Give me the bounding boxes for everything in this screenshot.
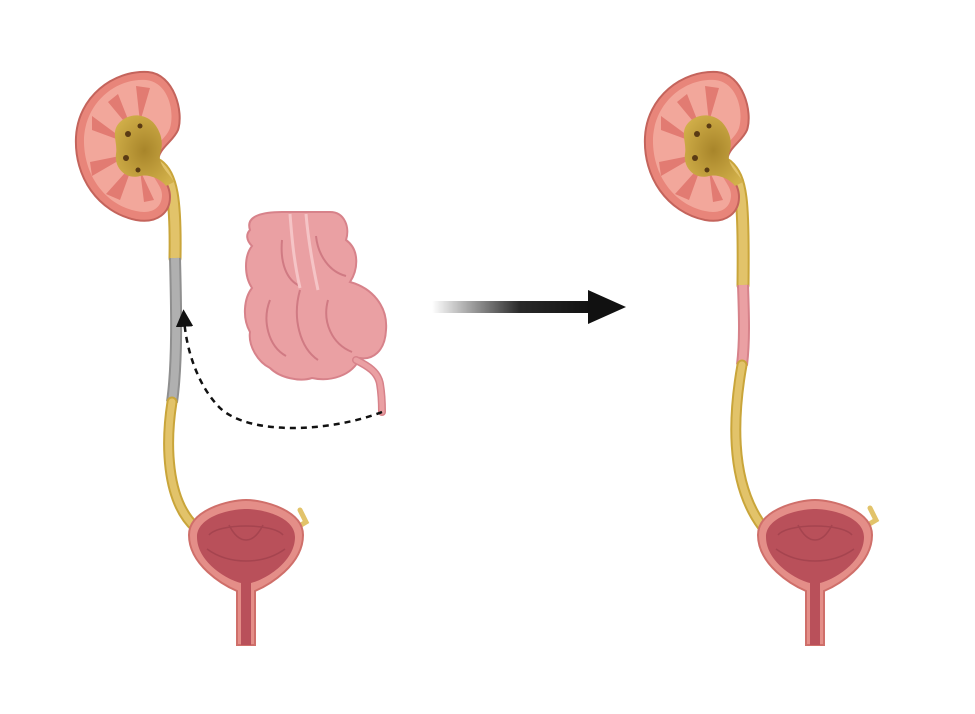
kidney-left bbox=[74, 70, 181, 222]
kidney-right bbox=[643, 70, 750, 222]
before-panel bbox=[74, 70, 388, 646]
arrow-right-icon bbox=[432, 290, 626, 324]
bladder-left bbox=[188, 499, 304, 646]
bladder-right bbox=[757, 499, 873, 646]
intestine-appendix bbox=[230, 200, 388, 416]
dashed-curved-arrow-icon bbox=[175, 309, 383, 430]
after-panel bbox=[643, 70, 880, 646]
